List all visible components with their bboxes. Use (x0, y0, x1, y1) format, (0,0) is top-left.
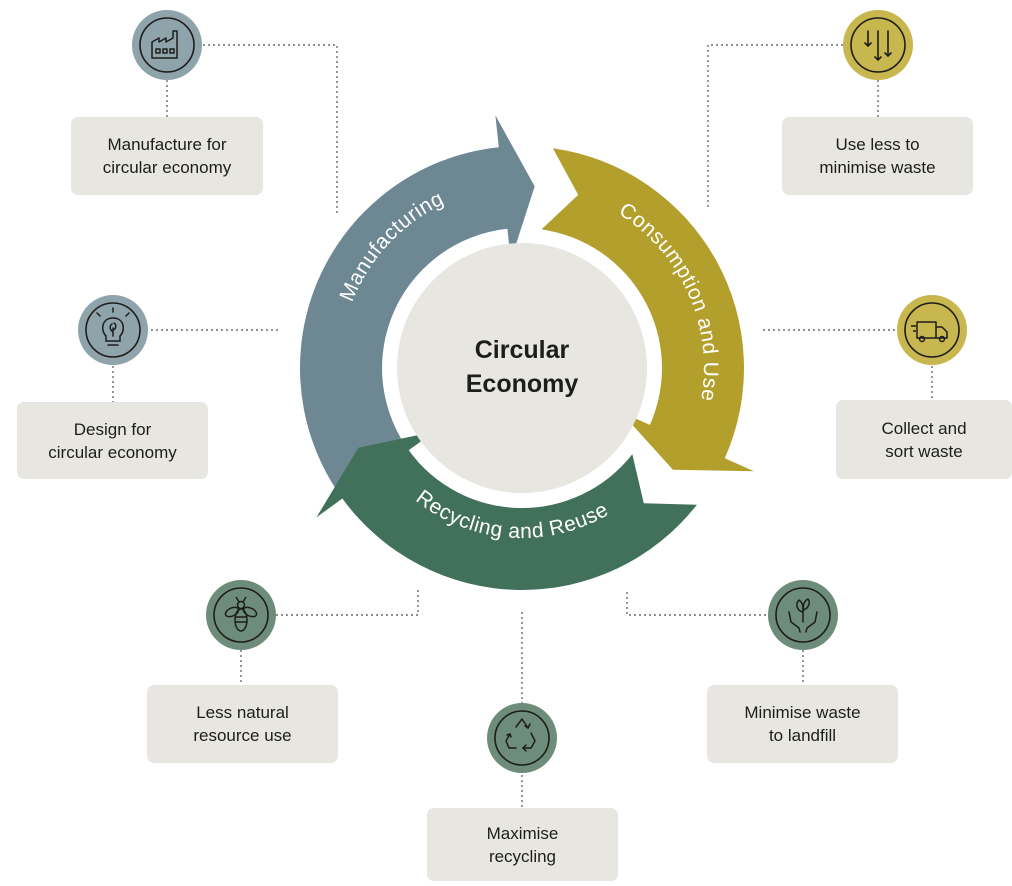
delivery-truck-icon (897, 295, 967, 365)
hands-plant-icon (768, 580, 838, 650)
recycle-icon (487, 703, 557, 773)
bee-icon (206, 580, 276, 650)
connector-lines (112, 44, 933, 808)
factory-icon (132, 10, 202, 80)
down-arrows-icon (843, 10, 913, 80)
lightbulb-leaf-icon (78, 295, 148, 365)
hub-title: Circular Economy (397, 333, 647, 401)
manufacturing-arrow (300, 115, 535, 517)
hub-circle (397, 243, 647, 493)
consumption-arrow (541, 148, 754, 472)
hub-title-line1: Circular (474, 336, 570, 364)
hub-title-line2: Economy (465, 370, 579, 398)
recycling-arrow (316, 431, 697, 590)
